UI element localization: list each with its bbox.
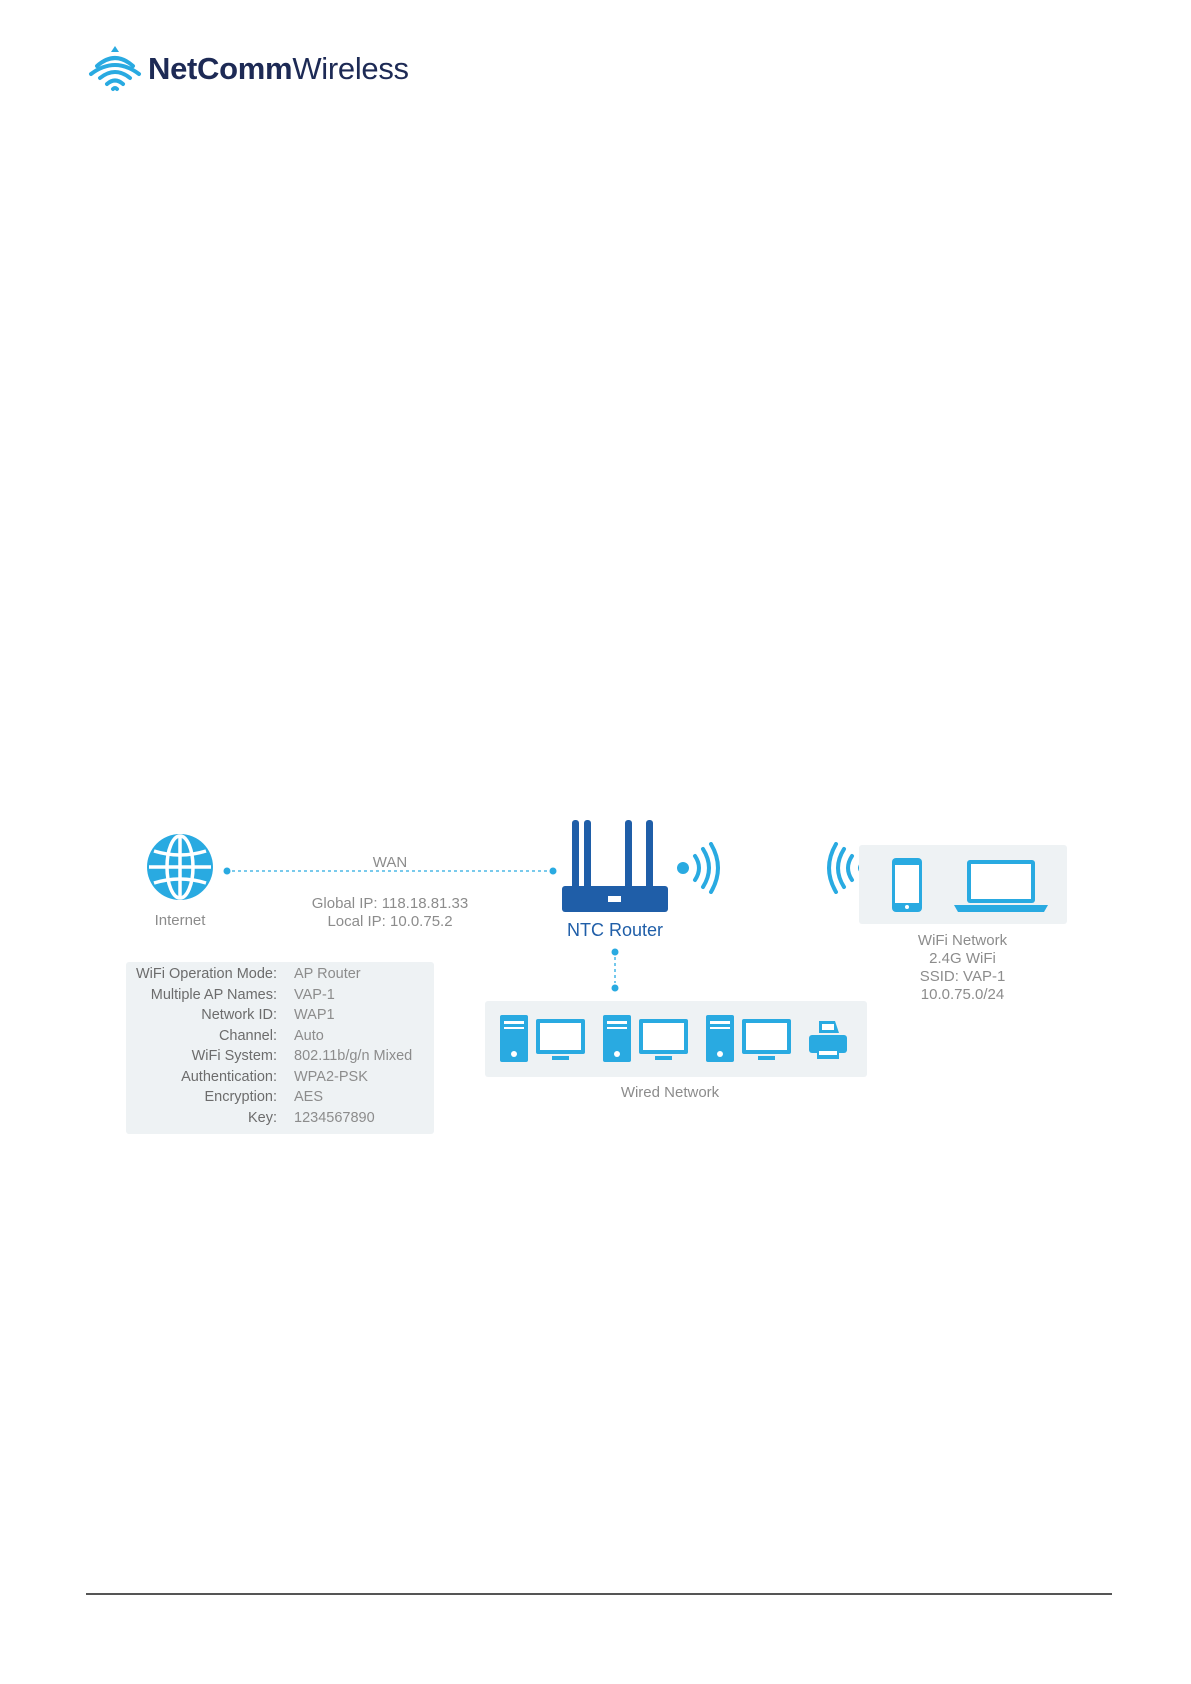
router-wifi-signal-icon (677, 842, 720, 894)
setting-value: 1234567890 (294, 1109, 375, 1126)
brand-name: NetCommWireless (148, 51, 409, 86)
setting-value: Auto (294, 1027, 324, 1044)
router-label: NTC Router (566, 920, 664, 940)
wired-network-label: Wired Network (620, 1084, 720, 1101)
wifi-band: 2.4G WiFi (929, 950, 996, 967)
settings-row: Channel: Auto (126, 1028, 434, 1049)
wifi-settings-panel (126, 962, 434, 1134)
wifi-settings-table: WiFi Operation Mode: AP Router Multiple … (126, 962, 434, 1134)
setting-value: AES (294, 1089, 324, 1105)
settings-row: Network ID: WAP1 (126, 1007, 434, 1028)
wifi-network-info: WiFi Network 2.4G WiFi SSID: VAP-1 10.0.… (880, 932, 1045, 1004)
setting-value: AP Router (294, 966, 361, 982)
setting-key: Channel: (218, 1027, 277, 1044)
settings-row: Multiple AP Names: VAP-1 (126, 987, 434, 1008)
wan-label: WAN (372, 854, 408, 871)
wifi-devices-panel (859, 845, 1067, 924)
desktop-computer-icon (603, 1015, 688, 1062)
printer-icon (809, 1021, 847, 1059)
setting-key: Authentication: (181, 1068, 277, 1085)
wired-devices-panel (485, 1001, 867, 1077)
wifi-ssid: SSID: VAP-1 (919, 968, 1006, 985)
settings-row: WiFi System: 802.11b/g/n Mixed (126, 1048, 434, 1069)
setting-key: Network ID: (201, 1007, 277, 1023)
setting-value: WPA2-PSK (294, 1068, 368, 1085)
settings-row: Key: 1234567890 (126, 1110, 434, 1131)
globe-icon (147, 834, 213, 900)
setting-key: WiFi Operation Mode: (135, 966, 277, 982)
wifi-logo-icon (89, 46, 141, 91)
wired-connection-line (611, 948, 619, 992)
router-icon (562, 820, 668, 912)
settings-row: Authentication: WPA2-PSK (126, 1069, 434, 1090)
footer-divider (86, 1593, 1112, 1595)
wifi-network-title: WiFi Network (917, 932, 1008, 949)
desktop-computer-icon (706, 1015, 791, 1062)
smartphone-icon (892, 858, 922, 912)
wan-connection-line (223, 867, 557, 875)
internet-label: Internet (154, 912, 206, 929)
setting-key: Key: (247, 1109, 277, 1126)
laptop-icon (954, 860, 1048, 912)
local-ip-label: Local IP: 10.0.75.2 (327, 913, 453, 930)
setting-value: WAP1 (294, 1007, 335, 1023)
netcomm-logo: NetCommWireless (88, 44, 448, 94)
setting-key: Multiple AP Names: (150, 986, 277, 1003)
setting-key: Encryption: (204, 1089, 277, 1105)
settings-row: Encryption: AES (126, 1089, 434, 1110)
wifi-subnet: 10.0.75.0/24 (920, 986, 1005, 1003)
settings-row: WiFi Operation Mode: AP Router (126, 966, 434, 987)
setting-key: WiFi System: (191, 1048, 277, 1064)
global-ip-label: Global IP: 118.18.81.33 (311, 895, 469, 912)
setting-value: VAP-1 (294, 986, 335, 1003)
desktop-computer-icon (500, 1015, 585, 1062)
setting-value: 802.11b/g/n Mixed (294, 1048, 413, 1064)
